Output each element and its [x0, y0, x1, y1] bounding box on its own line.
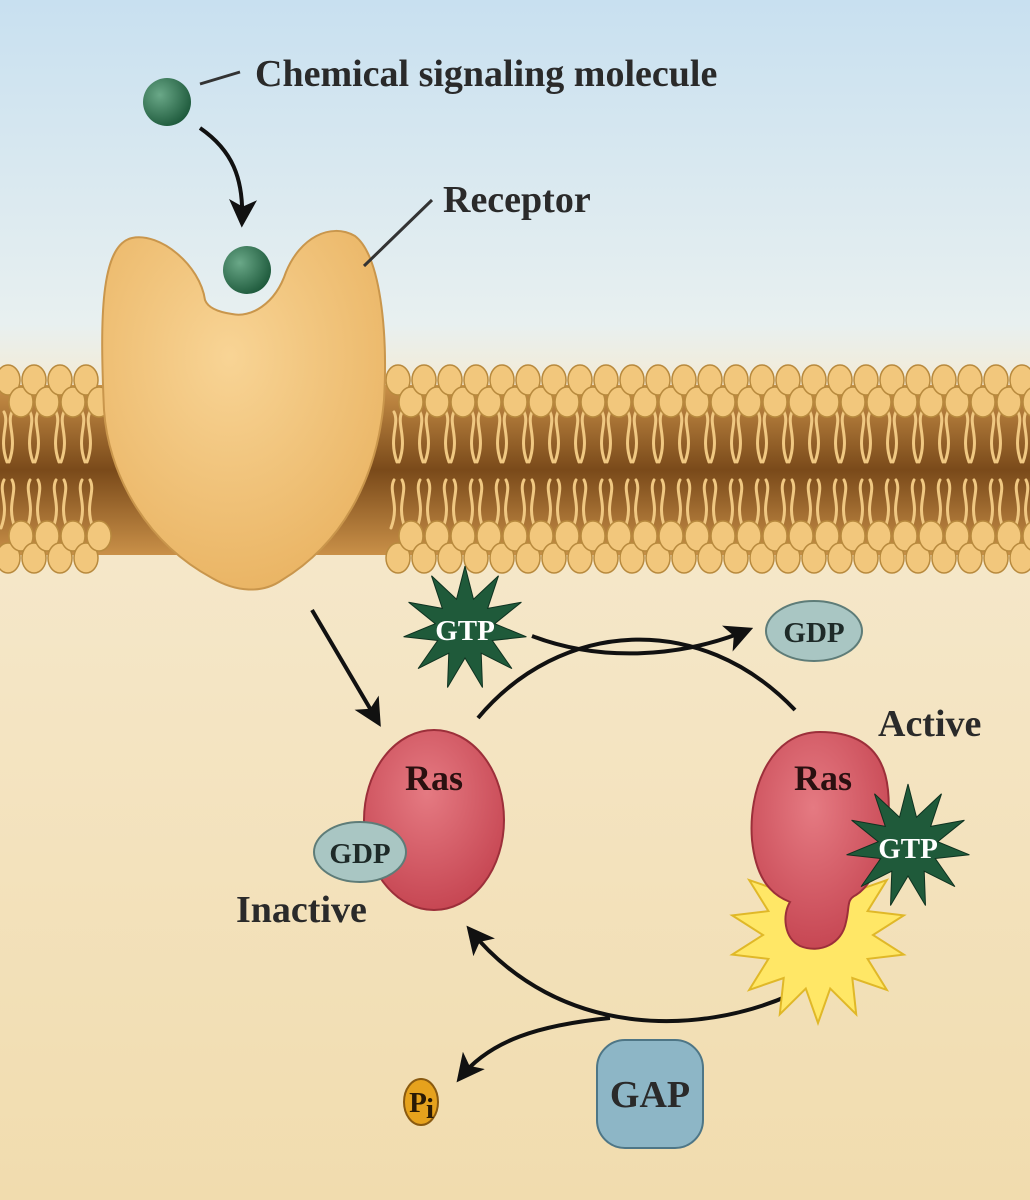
active-label: Active: [878, 703, 981, 745]
gtp-bound-label: GTP: [878, 833, 938, 865]
ras-inactive-label: Ras: [405, 758, 463, 798]
receptor-label: Receptor: [443, 179, 591, 221]
signal-molecule-free: [143, 78, 191, 126]
gtp-star-shape: [403, 565, 527, 688]
gap-protein: GAP: [596, 1039, 704, 1149]
ras-active-body: [750, 730, 890, 950]
gdp-released-oval: [765, 600, 863, 662]
ras-inactive: Ras GDP: [313, 729, 505, 911]
gdp-released-label: GDP: [783, 617, 844, 649]
ras-inactivation-arc: [466, 925, 791, 1024]
inorganic-phosphate: P i: [403, 1078, 439, 1126]
gtp-incoming-label: GTP: [435, 615, 495, 647]
ras-activation-arc: [476, 637, 797, 720]
signal-molecule-bound: [223, 246, 271, 294]
gap-box: [596, 1039, 704, 1149]
gdp-bound-label: GDP: [329, 838, 390, 870]
gtp-incoming: GTP: [403, 565, 527, 688]
activation-arrow: [310, 608, 381, 727]
gdp-released: GDP: [765, 600, 863, 662]
phosphate-i-label: i: [426, 1093, 434, 1125]
lipid-tails: [0, 410, 1030, 530]
gtp-gdp-exchange-arrow: [531, 625, 754, 656]
ras-active-label: Ras: [794, 758, 852, 798]
receptor-leader-line: [362, 198, 434, 268]
signal-molecule-leader-line: [199, 70, 241, 86]
phosphate-oval: [403, 1078, 439, 1126]
lipid-heads-outer: [0, 364, 1030, 418]
ras-active: Ras GTP: [750, 730, 970, 950]
gtp-bound-star: [846, 783, 970, 906]
binding-arrow: [198, 126, 257, 228]
receptor-protein: [101, 230, 386, 591]
inactive-label: Inactive: [236, 889, 367, 931]
ras-inactive-body: [363, 729, 505, 911]
phosphate-p-label: P: [409, 1087, 427, 1119]
phosphate-release-arrow: [456, 1016, 611, 1083]
chemical-signaling-molecule-label: Chemical signaling molecule: [255, 53, 717, 95]
gdp-bound-oval: [313, 821, 407, 883]
lipid-heads-inner: [0, 520, 1030, 574]
gap-label: GAP: [610, 1074, 690, 1116]
